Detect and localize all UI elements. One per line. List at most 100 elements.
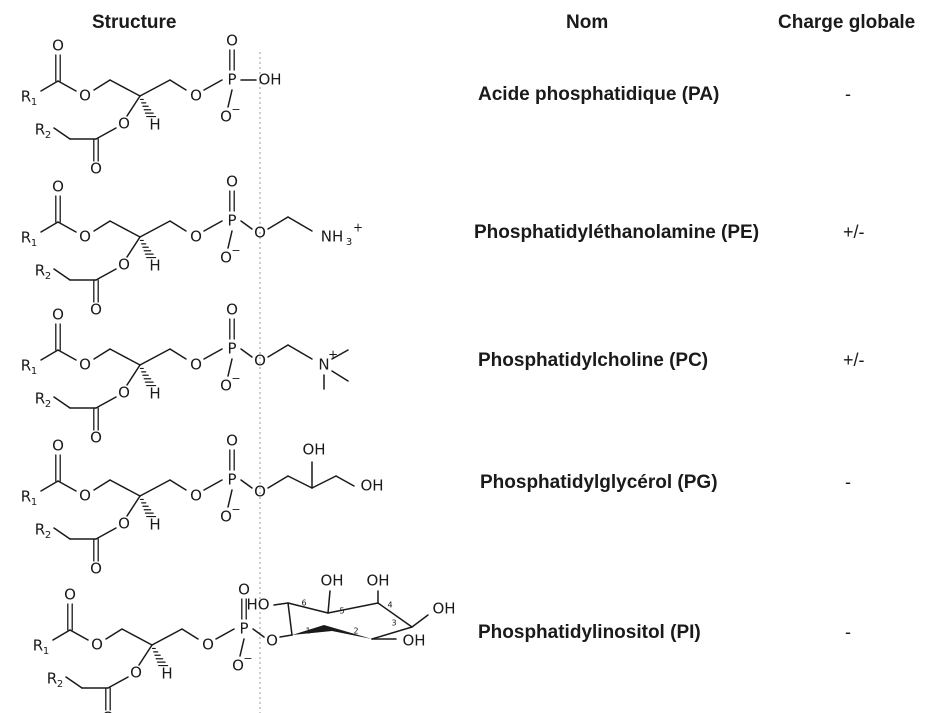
global-charge: +/- <box>843 222 865 242</box>
phosphorus-label: P <box>227 71 236 89</box>
lipid-name: Phosphatidylcholine (PC) <box>478 350 709 371</box>
carbonyl-oxygen: O <box>52 437 64 455</box>
hydroxyl-label-3: OH <box>366 572 389 590</box>
hydrogen-label: H <box>149 516 160 534</box>
phosphorus-label: P <box>227 212 236 230</box>
negative-charge: − <box>243 652 252 665</box>
r2-label: R <box>35 390 45 408</box>
header-structure: Structure <box>92 12 177 33</box>
hydrogen-label: H <box>149 116 160 134</box>
phosphorus-label: P <box>239 620 248 638</box>
header-nom: Nom <box>566 12 609 33</box>
ester-oxygen: O <box>79 87 91 105</box>
phosphate-oxygen-anion: O <box>220 249 232 267</box>
ester-oxygen: O <box>79 487 91 505</box>
nitrogen-label: N <box>318 356 329 374</box>
head-oxygen: O <box>254 483 266 501</box>
phosphoester-oxygen: O <box>190 228 202 246</box>
hydroxyl-label-2: OH <box>320 572 343 590</box>
carbonyl-oxygen-2: O <box>90 560 102 578</box>
negative-charge: − <box>231 103 240 116</box>
hydroxyl-label: HO <box>246 596 269 614</box>
subscript-2: 2 <box>45 530 51 541</box>
phosphoester-oxygen: O <box>202 636 214 654</box>
hydroxyl-label: OH <box>302 441 325 459</box>
subscript-1: 1 <box>43 646 49 657</box>
carbonyl-oxygen: O <box>64 586 76 604</box>
ring-position-label: 5 <box>339 607 344 616</box>
lipid-name: Phosphatidyléthanolamine (PE) <box>474 222 760 243</box>
global-charge: - <box>845 472 851 492</box>
carbonyl-oxygen-2: O <box>90 301 102 319</box>
ester-oxygen-2: O <box>118 384 130 402</box>
amine-label: NH <box>321 228 344 246</box>
carbonyl-oxygen-2: O <box>102 709 114 713</box>
phosphoester-oxygen: O <box>190 356 202 374</box>
lipid-name: Phosphatidylinositol (PI) <box>478 622 701 643</box>
phosphoryl-oxygen: O <box>226 301 238 319</box>
ring-bold-edge <box>292 625 372 639</box>
hydrogen-label: H <box>149 385 160 403</box>
subscript-1: 1 <box>31 366 37 377</box>
ring-position-label: 3 <box>391 619 396 628</box>
global-charge: - <box>845 84 851 104</box>
carbonyl-oxygen-2: O <box>90 429 102 447</box>
r2-label: R <box>35 521 45 539</box>
positive-charge: + <box>353 221 363 235</box>
phosphate-oxygen-anion: O <box>220 377 232 395</box>
phosphoryl-oxygen: O <box>226 432 238 450</box>
header-charge: Charge globale <box>778 12 916 33</box>
r2-label: R <box>35 121 45 139</box>
subscript-1: 1 <box>31 238 37 249</box>
ester-oxygen-2: O <box>118 515 130 533</box>
global-charge: +/- <box>843 350 865 370</box>
hydroxyl-label-2: OH <box>360 477 383 495</box>
lipid-name: Acide phosphatidique (PA) <box>478 84 720 105</box>
phosphate-oxygen-anion: O <box>232 657 244 675</box>
positive-charge: + <box>328 348 338 362</box>
phosphorus-label: P <box>227 471 236 489</box>
hydrogen-label: H <box>161 665 172 683</box>
subscript-3: 3 <box>346 237 352 248</box>
phosphorus-label: P <box>227 340 236 358</box>
subscript-2: 2 <box>45 271 51 282</box>
carbonyl-oxygen: O <box>52 37 64 55</box>
global-charge: - <box>845 622 851 642</box>
phosphate-oxygen-anion: O <box>220 508 232 526</box>
ester-oxygen-2: O <box>130 664 142 682</box>
head-oxygen: O <box>254 224 266 242</box>
carbonyl-oxygen: O <box>52 178 64 196</box>
subscript-2: 2 <box>57 679 63 690</box>
lipid-name: Phosphatidylglycérol (PG) <box>480 472 718 493</box>
negative-charge: − <box>231 244 240 257</box>
subscript-1: 1 <box>31 497 37 508</box>
negative-charge: − <box>231 503 240 516</box>
carbonyl-oxygen: O <box>52 306 64 324</box>
phosphoryl-oxygen: O <box>226 32 238 50</box>
phosphate-oxygen-anion: O <box>220 108 232 126</box>
r1-label: R <box>21 229 31 247</box>
carbonyl-oxygen-2: O <box>90 160 102 178</box>
ring-position-label: 4 <box>387 601 392 610</box>
ring-position-label: 1 <box>305 627 310 636</box>
ring-position-label: 2 <box>353 627 358 636</box>
r1-label: R <box>21 488 31 506</box>
ring-position-label: 6 <box>301 599 306 608</box>
phosphoryl-oxygen: O <box>238 581 250 599</box>
phosphoryl-oxygen: O <box>226 173 238 191</box>
ester-oxygen-2: O <box>118 115 130 133</box>
ester-oxygen-2: O <box>118 256 130 274</box>
ester-oxygen: O <box>79 228 91 246</box>
phosphoester-oxygen: O <box>190 487 202 505</box>
head-oxygen: O <box>254 352 266 370</box>
r1-label: R <box>21 88 31 106</box>
subscript-1: 1 <box>31 97 37 108</box>
hydroxyl-label-5: OH <box>402 632 425 650</box>
negative-charge: − <box>231 372 240 385</box>
r1-label: R <box>33 637 43 655</box>
